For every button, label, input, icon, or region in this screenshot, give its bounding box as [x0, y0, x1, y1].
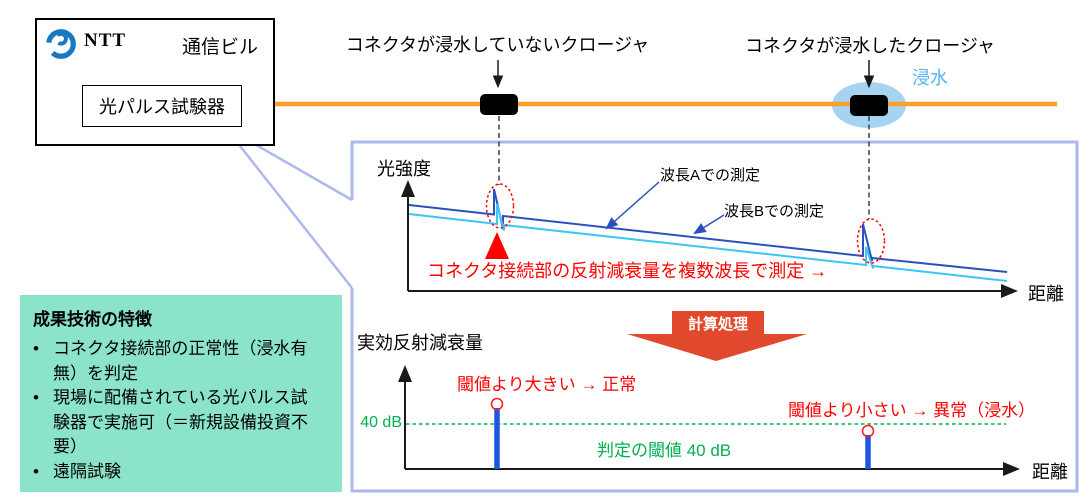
spike-highlight-dry: [485, 183, 515, 229]
closure-wet: [850, 95, 888, 116]
feature-box-title: 成果技術の特徴: [33, 310, 152, 329]
bullet-icon: •: [33, 388, 39, 407]
optical-pulse-tester-box: 光パルス試験器: [82, 85, 242, 127]
trace-wavelength-b: [408, 203, 1008, 282]
wavelength-a-leader-arrow: [605, 181, 660, 230]
measurement-annotation: コネクタ接続部の反射減衰量を複数波長で測定 →: [427, 261, 828, 281]
top-chart-y-label: 光強度: [377, 159, 431, 179]
callout-line-lower: [224, 126, 353, 289]
ntt-wordmark: NTT: [84, 30, 127, 51]
wavelength-a-label: 波長Aでの測定: [660, 167, 761, 184]
abnormal-judgement-note: 閾値より小さい → 異常（浸水）: [788, 401, 1036, 420]
bar-normal-marker: [490, 397, 504, 411]
feature-list: • コネクタ接続部の正常性（浸水有無）を判定 • 現場に配備されている光パルス試…: [33, 337, 330, 484]
top-chart-x-label: 距離: [1028, 284, 1064, 304]
feature-item: • 遠隔試験: [33, 460, 330, 485]
threshold-value-label: 40 dB: [360, 414, 402, 431]
bar-abnormal-marker: [861, 424, 875, 438]
bottom-chart-x-label: 距離: [1032, 462, 1068, 482]
optical-pulse-tester-label: 光パルス試験器: [99, 97, 225, 117]
feature-box: 成果技術の特徴 • コネクタ接続部の正常性（浸水有無）を判定 • 現場に配備され…: [20, 295, 342, 492]
wavelength-b-label: 波長Bでの測定: [724, 203, 825, 220]
feature-item: • コネクタ接続部の正常性（浸水有無）を判定: [33, 337, 330, 386]
normal-judgement-note: 閾値より大きい → 正常: [457, 375, 637, 394]
flood-label: 浸水: [912, 68, 948, 88]
dry-closure-label: コネクタが浸水していないクロージャ: [345, 35, 650, 55]
bullet-icon: •: [33, 339, 39, 358]
closure-dry: [480, 94, 518, 115]
process-arrow-shape: [627, 334, 807, 361]
threshold-note: 判定の閾値 40 dB: [597, 441, 732, 460]
building-name: 通信ビル: [182, 37, 259, 58]
ntt-logo-icon: [46, 29, 76, 59]
trace-wavelength-a: [408, 188, 1008, 273]
spike-highlight-wet: [856, 218, 886, 264]
bottom-chart-y-label: 実効反射減衰量: [357, 333, 483, 353]
bullet-icon: •: [33, 461, 39, 481]
wavelength-b-leader-arrow: [693, 214, 725, 235]
callout-box-border: [350, 140, 1079, 493]
process-arrow-label: 計算処理: [672, 311, 764, 335]
feature-item: • 現場に配備されている光パルス試験器で実施可（＝新規設備投資不要）: [33, 386, 330, 460]
wet-closure-label: コネクタが浸水したクロージャ: [744, 36, 996, 56]
